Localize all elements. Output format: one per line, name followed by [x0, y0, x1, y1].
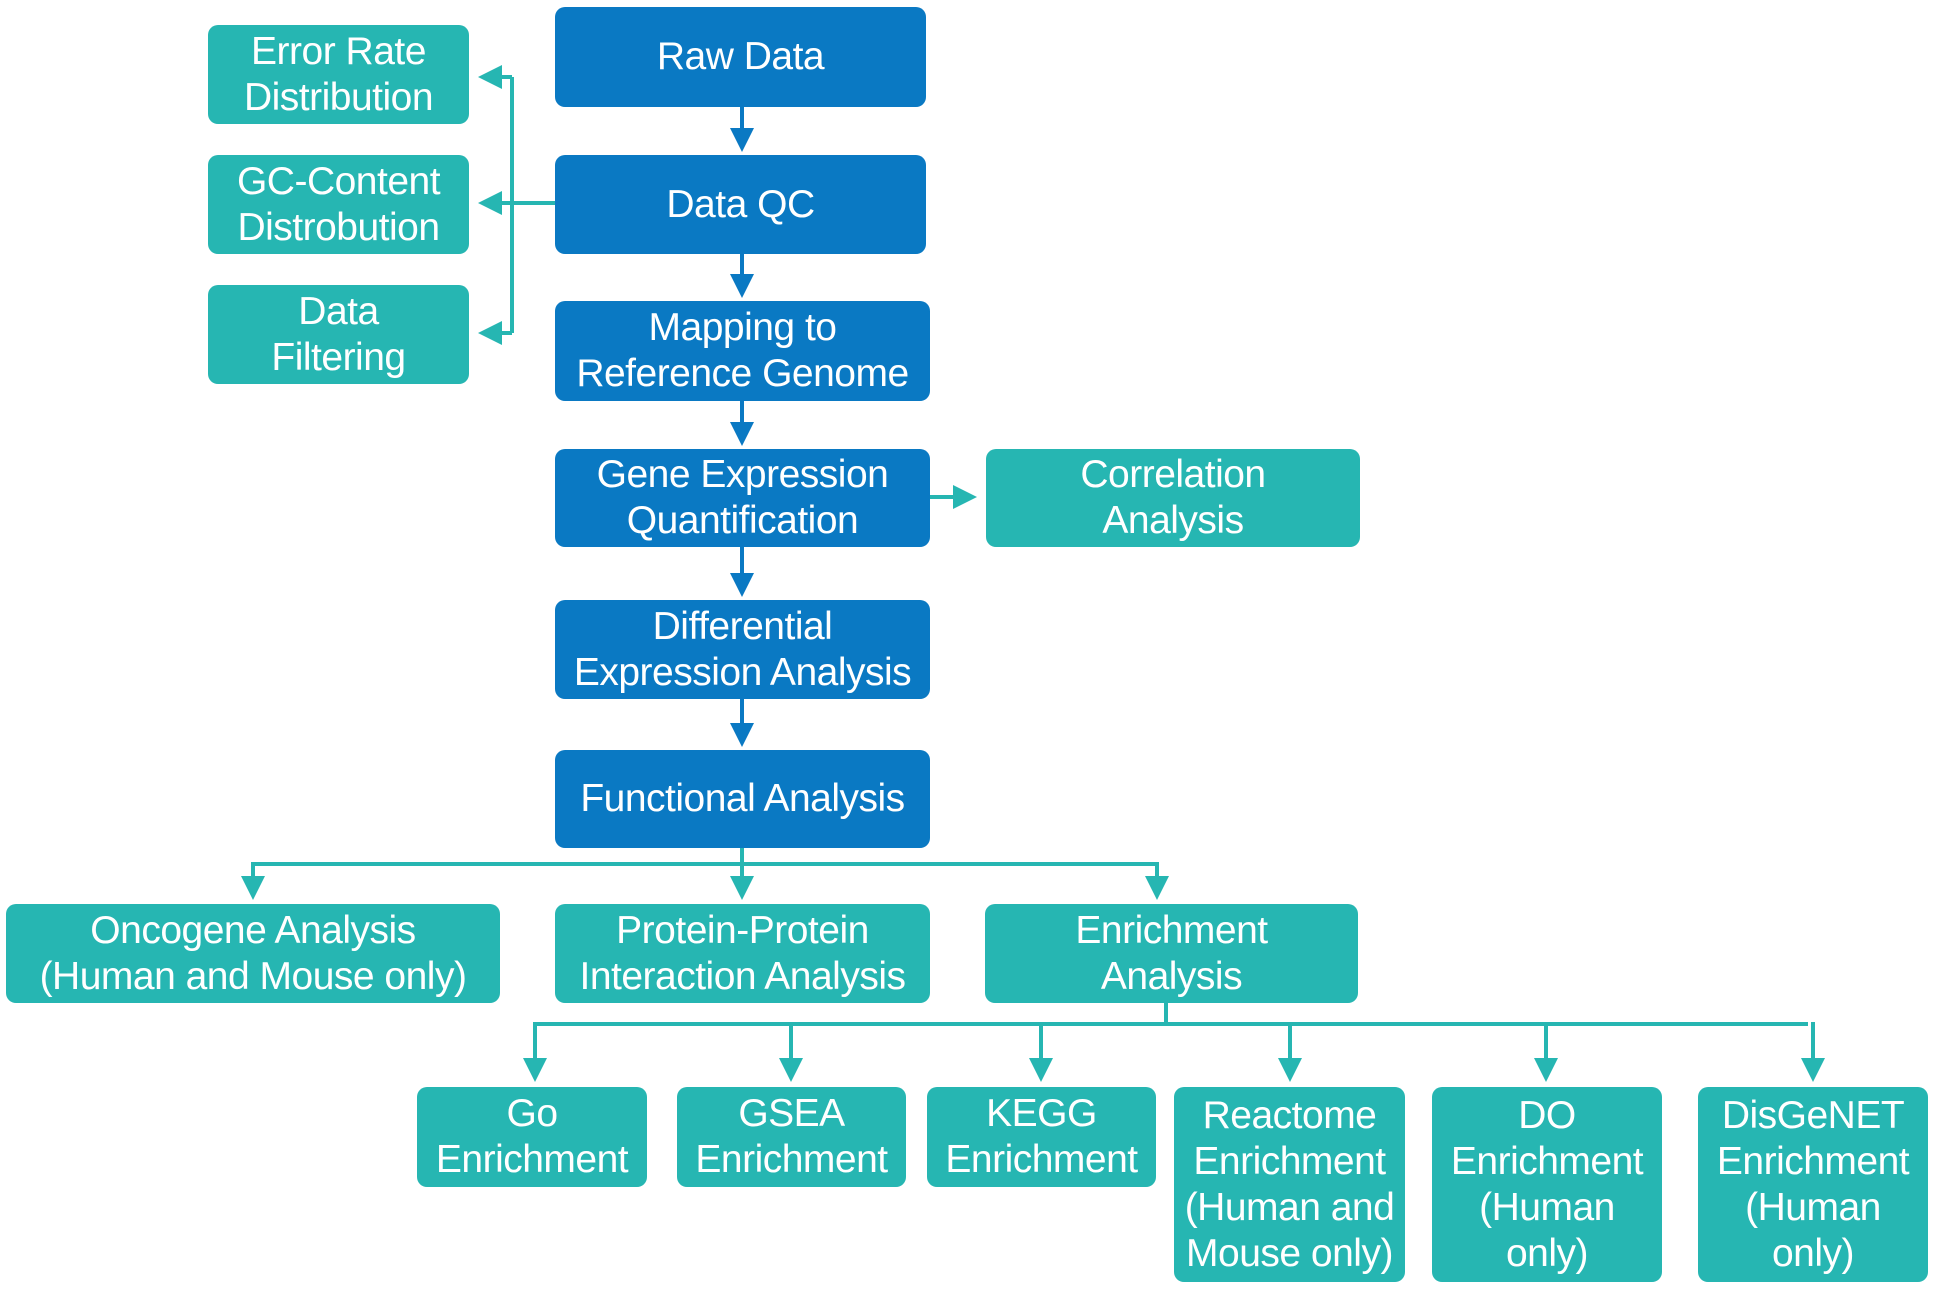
node-label-line: only) [1771, 1231, 1855, 1275]
node-label-line: Enrichment [1075, 908, 1268, 952]
node-label-line: Distrobution [237, 205, 440, 249]
node-label-line: Mapping to [648, 306, 837, 349]
node-label-line: Correlation [1080, 453, 1266, 496]
node-label-line: DO [1518, 1093, 1576, 1137]
node-label-line: Enrichment [1193, 1139, 1386, 1183]
node-label-line: Raw Data [656, 35, 825, 78]
node-label-line: Reference Genome [576, 352, 909, 395]
node-label-line: GSEA [738, 1092, 845, 1135]
node-label-line: KEGG [986, 1092, 1097, 1135]
node-label-line: Oncogene Analysis [90, 908, 416, 952]
node-label-line: Mouse only) [1186, 1231, 1393, 1275]
node-label-line: Enrichment [435, 1138, 629, 1181]
node-label-line: Go [506, 1092, 558, 1135]
node-oncogene-analysis: Oncogene Analysis(Human and Mouse only) [6, 904, 500, 1003]
node-label-line: Protein-Protein [616, 908, 869, 952]
node-label-line: Gene Expression [596, 453, 889, 496]
node-label-line: Data [298, 289, 379, 333]
node-label-line: Interaction Analysis [579, 954, 906, 998]
node-label-line: (Human [1745, 1185, 1881, 1229]
node-label-line: Enrichment [1450, 1139, 1644, 1183]
node-label-line: Enrichment [945, 1138, 1138, 1181]
node-label-line: only) [1505, 1231, 1589, 1275]
node-label-line: GC-Content [236, 159, 441, 203]
node-data-qc: Data QC [555, 155, 926, 254]
node-label-line: (Human [1479, 1185, 1615, 1229]
node-raw-data: Raw Data [555, 7, 926, 107]
node-functional-analysis: Functional Analysis [555, 750, 930, 848]
node-label-line: (Human and [1184, 1185, 1395, 1229]
node-label-line: DisGeNET [1721, 1093, 1905, 1137]
node-label-line: Error Rate [251, 29, 426, 73]
node-label-line: Distribution [243, 75, 434, 119]
node-label-line: Enrichment [695, 1138, 888, 1181]
node-label-line: (Human and Mouse only) [39, 954, 467, 998]
node-label-line: Quantification [626, 499, 859, 542]
node-label-line: Enrichment [1716, 1139, 1910, 1183]
node-label-line: Reactome [1202, 1093, 1377, 1137]
node-label-line: Differential [652, 604, 833, 648]
node-label-line: Analysis [1100, 954, 1243, 998]
node-label-line: Filtering [271, 335, 406, 379]
node-label-line: Expression Analysis [573, 650, 912, 694]
node-label-line: Data QC [666, 182, 815, 226]
node-label-line: Functional Analysis [580, 777, 905, 820]
node-label-line: Analysis [1102, 499, 1244, 542]
